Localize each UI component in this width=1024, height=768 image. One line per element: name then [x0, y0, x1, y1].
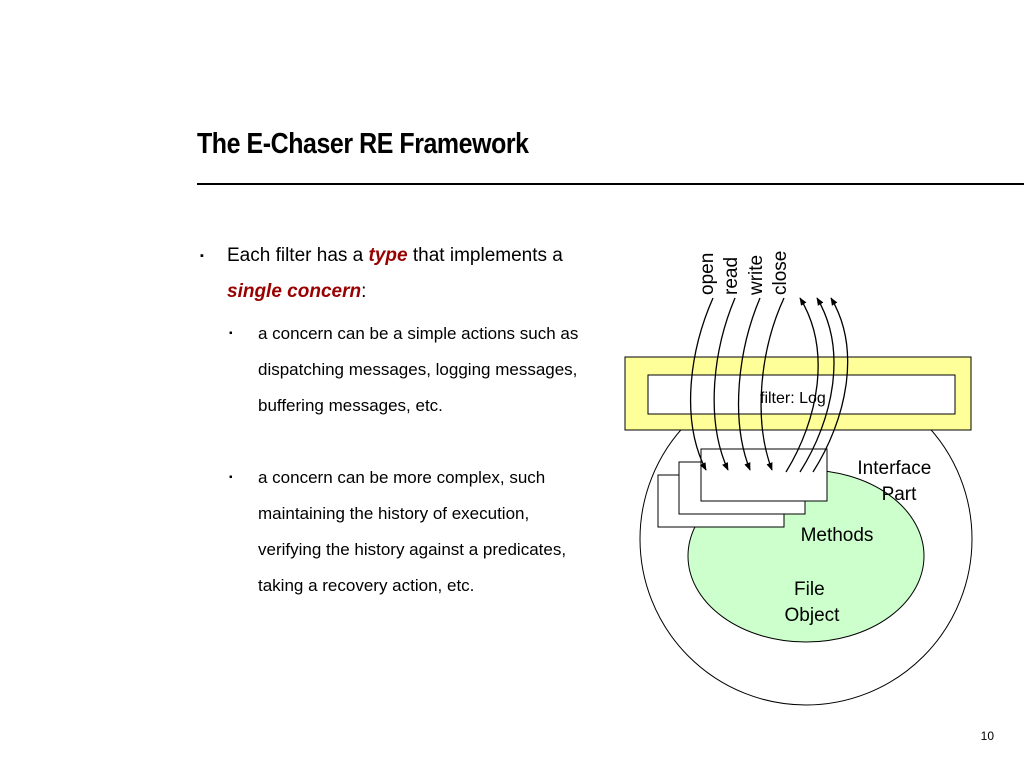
interface-part-label: Interface Part [857, 458, 936, 505]
bullet-main-text-2: that implements a [407, 245, 563, 266]
sub-bullet-simple-concern: ▪ a concern can be a simple actions such… [197, 316, 597, 424]
bullet-main-text-3: : [361, 281, 367, 302]
methods-label: Methods [801, 525, 874, 546]
emphasis-single-concern: single concern [227, 281, 362, 302]
sub-bullet-marker: ▪ [229, 472, 233, 483]
outgoing-arrow-open [785, 297, 819, 473]
sub-bullet-complex-concern: ▪ a concern can be more complex, such ma… [197, 460, 597, 604]
incoming-arrow-close [760, 297, 785, 471]
message-label-write: write [746, 255, 767, 296]
message-label-read: read [721, 257, 742, 295]
interface-label-line-2: Part [882, 484, 918, 505]
message-label-open: open [697, 253, 718, 295]
sub-bullet-text: a concern can be a simple actions such a… [258, 324, 579, 415]
filter-inner-box [647, 374, 956, 415]
sub-bullet-text: a concern can be more complex, such main… [258, 468, 567, 595]
object-label-line-2: Object [785, 605, 841, 626]
slide-title: The E-Chaser RE Framework [197, 128, 529, 160]
message-label-close: close [770, 251, 791, 295]
bullet-main: ▪ Each filter has a type that implements… [197, 238, 597, 310]
method-card-front [700, 448, 828, 502]
file-object-label: File Object [785, 579, 841, 626]
bullet-main-text-1: Each filter has a [227, 245, 369, 266]
incoming-arrow-open [689, 297, 714, 471]
sub-bullet-marker: ▪ [229, 328, 233, 339]
emphasis-type: type [368, 245, 408, 266]
bullet-marker: ▪ [200, 250, 204, 262]
filter-label: filter: Log [760, 390, 826, 407]
incoming-arrow-read [713, 297, 736, 471]
incoming-arrow-write [737, 297, 761, 471]
message-labels: open read write close [697, 251, 791, 296]
outgoing-arrow-read [799, 297, 835, 473]
message-arrows [689, 297, 849, 473]
title-divider [197, 183, 1024, 185]
object-label-line-1: File [794, 579, 825, 600]
interface-label-line-1: Interface [857, 458, 931, 479]
slide-number: 10 [980, 729, 994, 743]
outgoing-arrow-write [812, 297, 849, 473]
bullet-list: ▪ Each filter has a type that implements… [197, 238, 597, 604]
